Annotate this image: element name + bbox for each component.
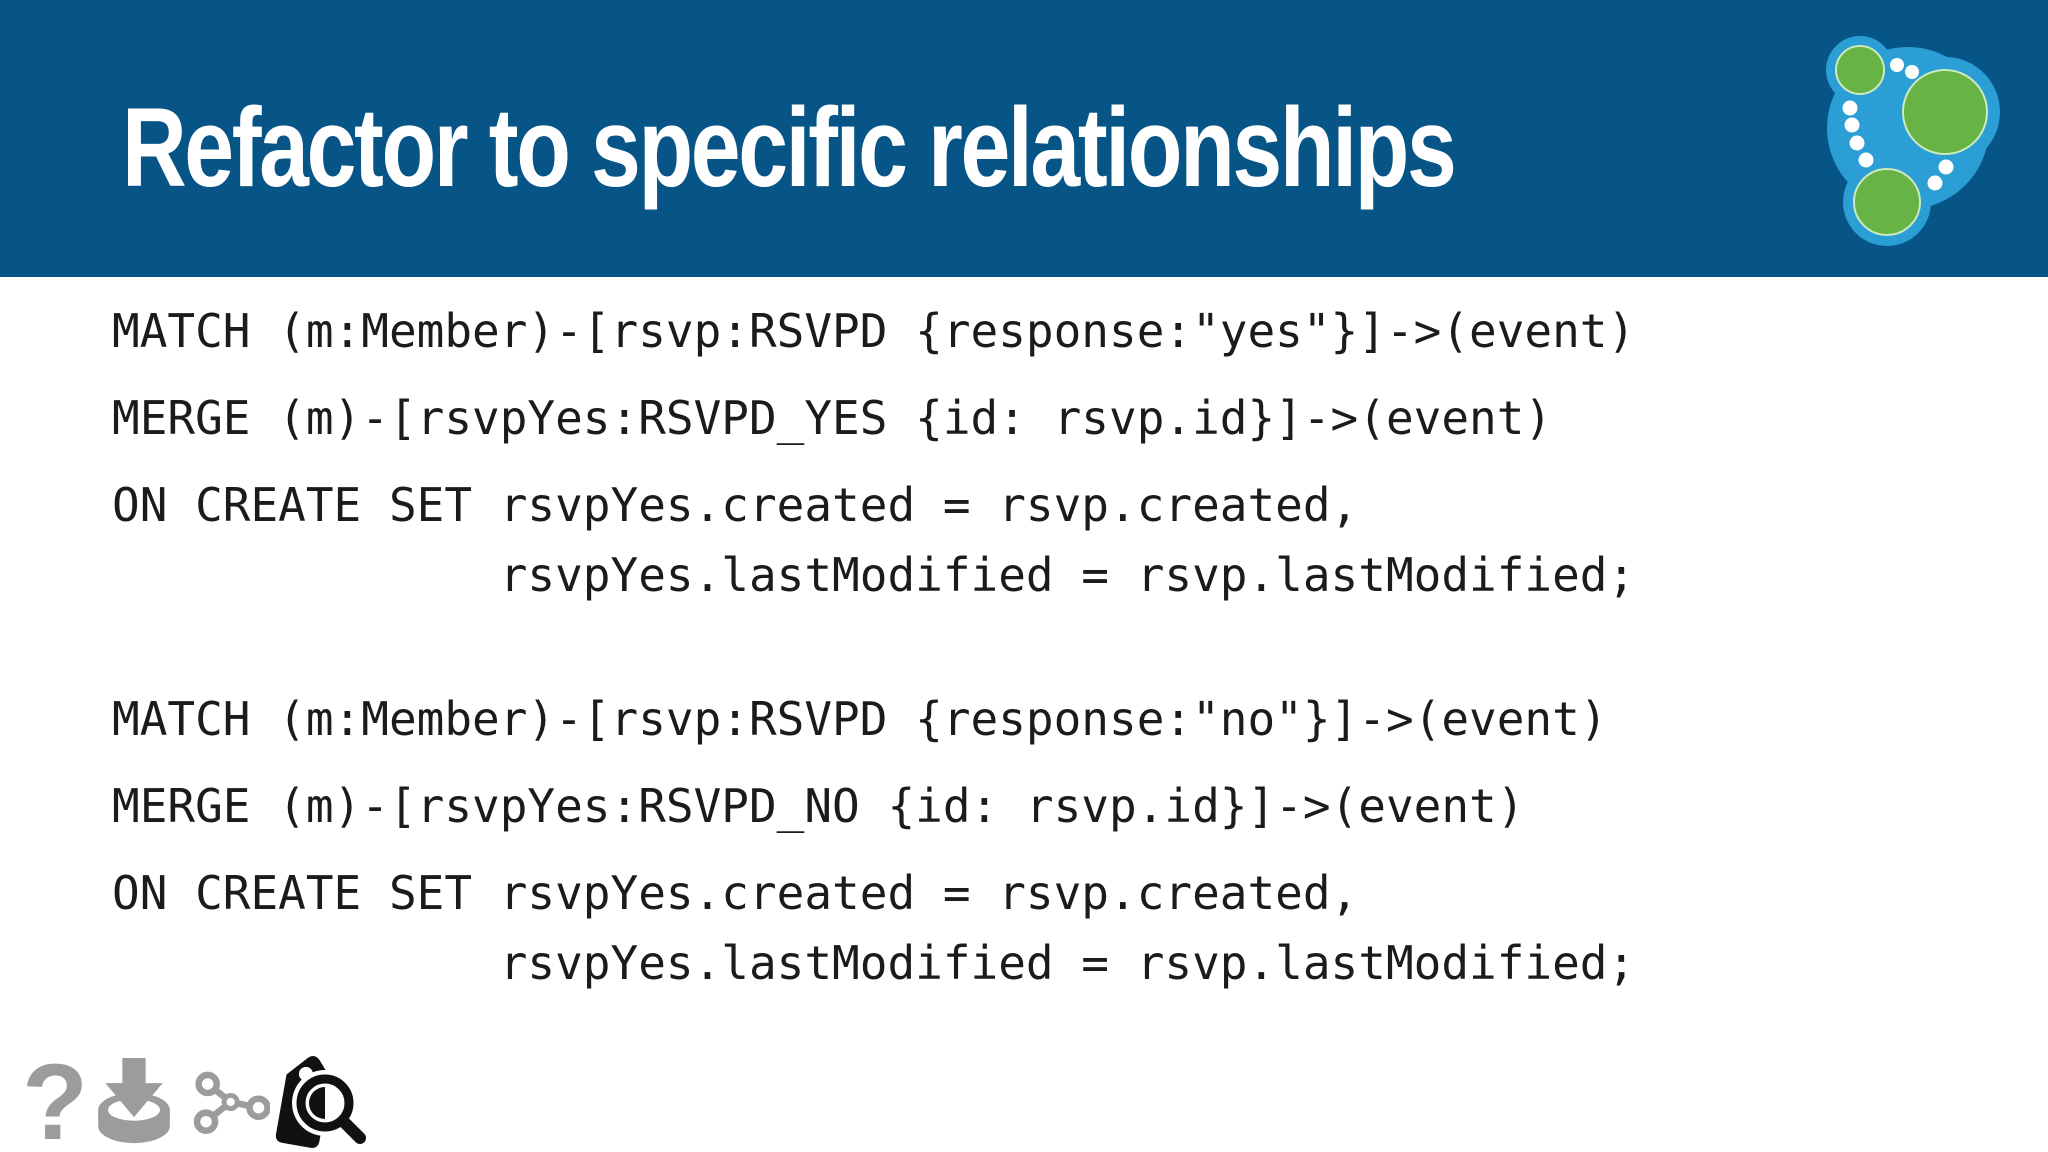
code-line: MERGE (m)-[rsvpYes:RSVPD_NO {id: rsvp.id…: [112, 779, 1525, 833]
code-line: MATCH (m:Member)-[rsvp:RSVPD {response:"…: [112, 692, 1608, 746]
slide-header: Refactor to specific relationships: [0, 0, 2048, 277]
tag-search-icon[interactable]: [268, 1044, 372, 1148]
download-icon[interactable]: [88, 1058, 180, 1144]
code-line: ON CREATE SET rsvpYes.created = rsvp.cre…: [112, 866, 1359, 920]
neo4j-logo-icon: [1826, 36, 2000, 246]
page-title: Refactor to specific relationships: [122, 84, 1457, 210]
question-icon[interactable]: ?: [22, 1041, 88, 1152]
cypher-block-no: MATCH (m:Member)-[rsvp:RSVPD {response:"…: [112, 696, 1635, 986]
graph-icon[interactable]: [188, 1062, 270, 1142]
code-line: rsvpYes.lastModified = rsvp.lastModified…: [112, 936, 1636, 990]
cypher-block-yes: MATCH (m:Member)-[rsvp:RSVPD {response:"…: [112, 308, 1635, 598]
code-line: MERGE (m)-[rsvpYes:RSVPD_YES {id: rsvp.i…: [112, 391, 1553, 445]
code-line: rsvpYes.lastModified = rsvp.lastModified…: [112, 548, 1636, 602]
code-line: MATCH (m:Member)-[rsvp:RSVPD {response:"…: [112, 304, 1636, 358]
code-line: ON CREATE SET rsvpYes.created = rsvp.cre…: [112, 478, 1359, 532]
